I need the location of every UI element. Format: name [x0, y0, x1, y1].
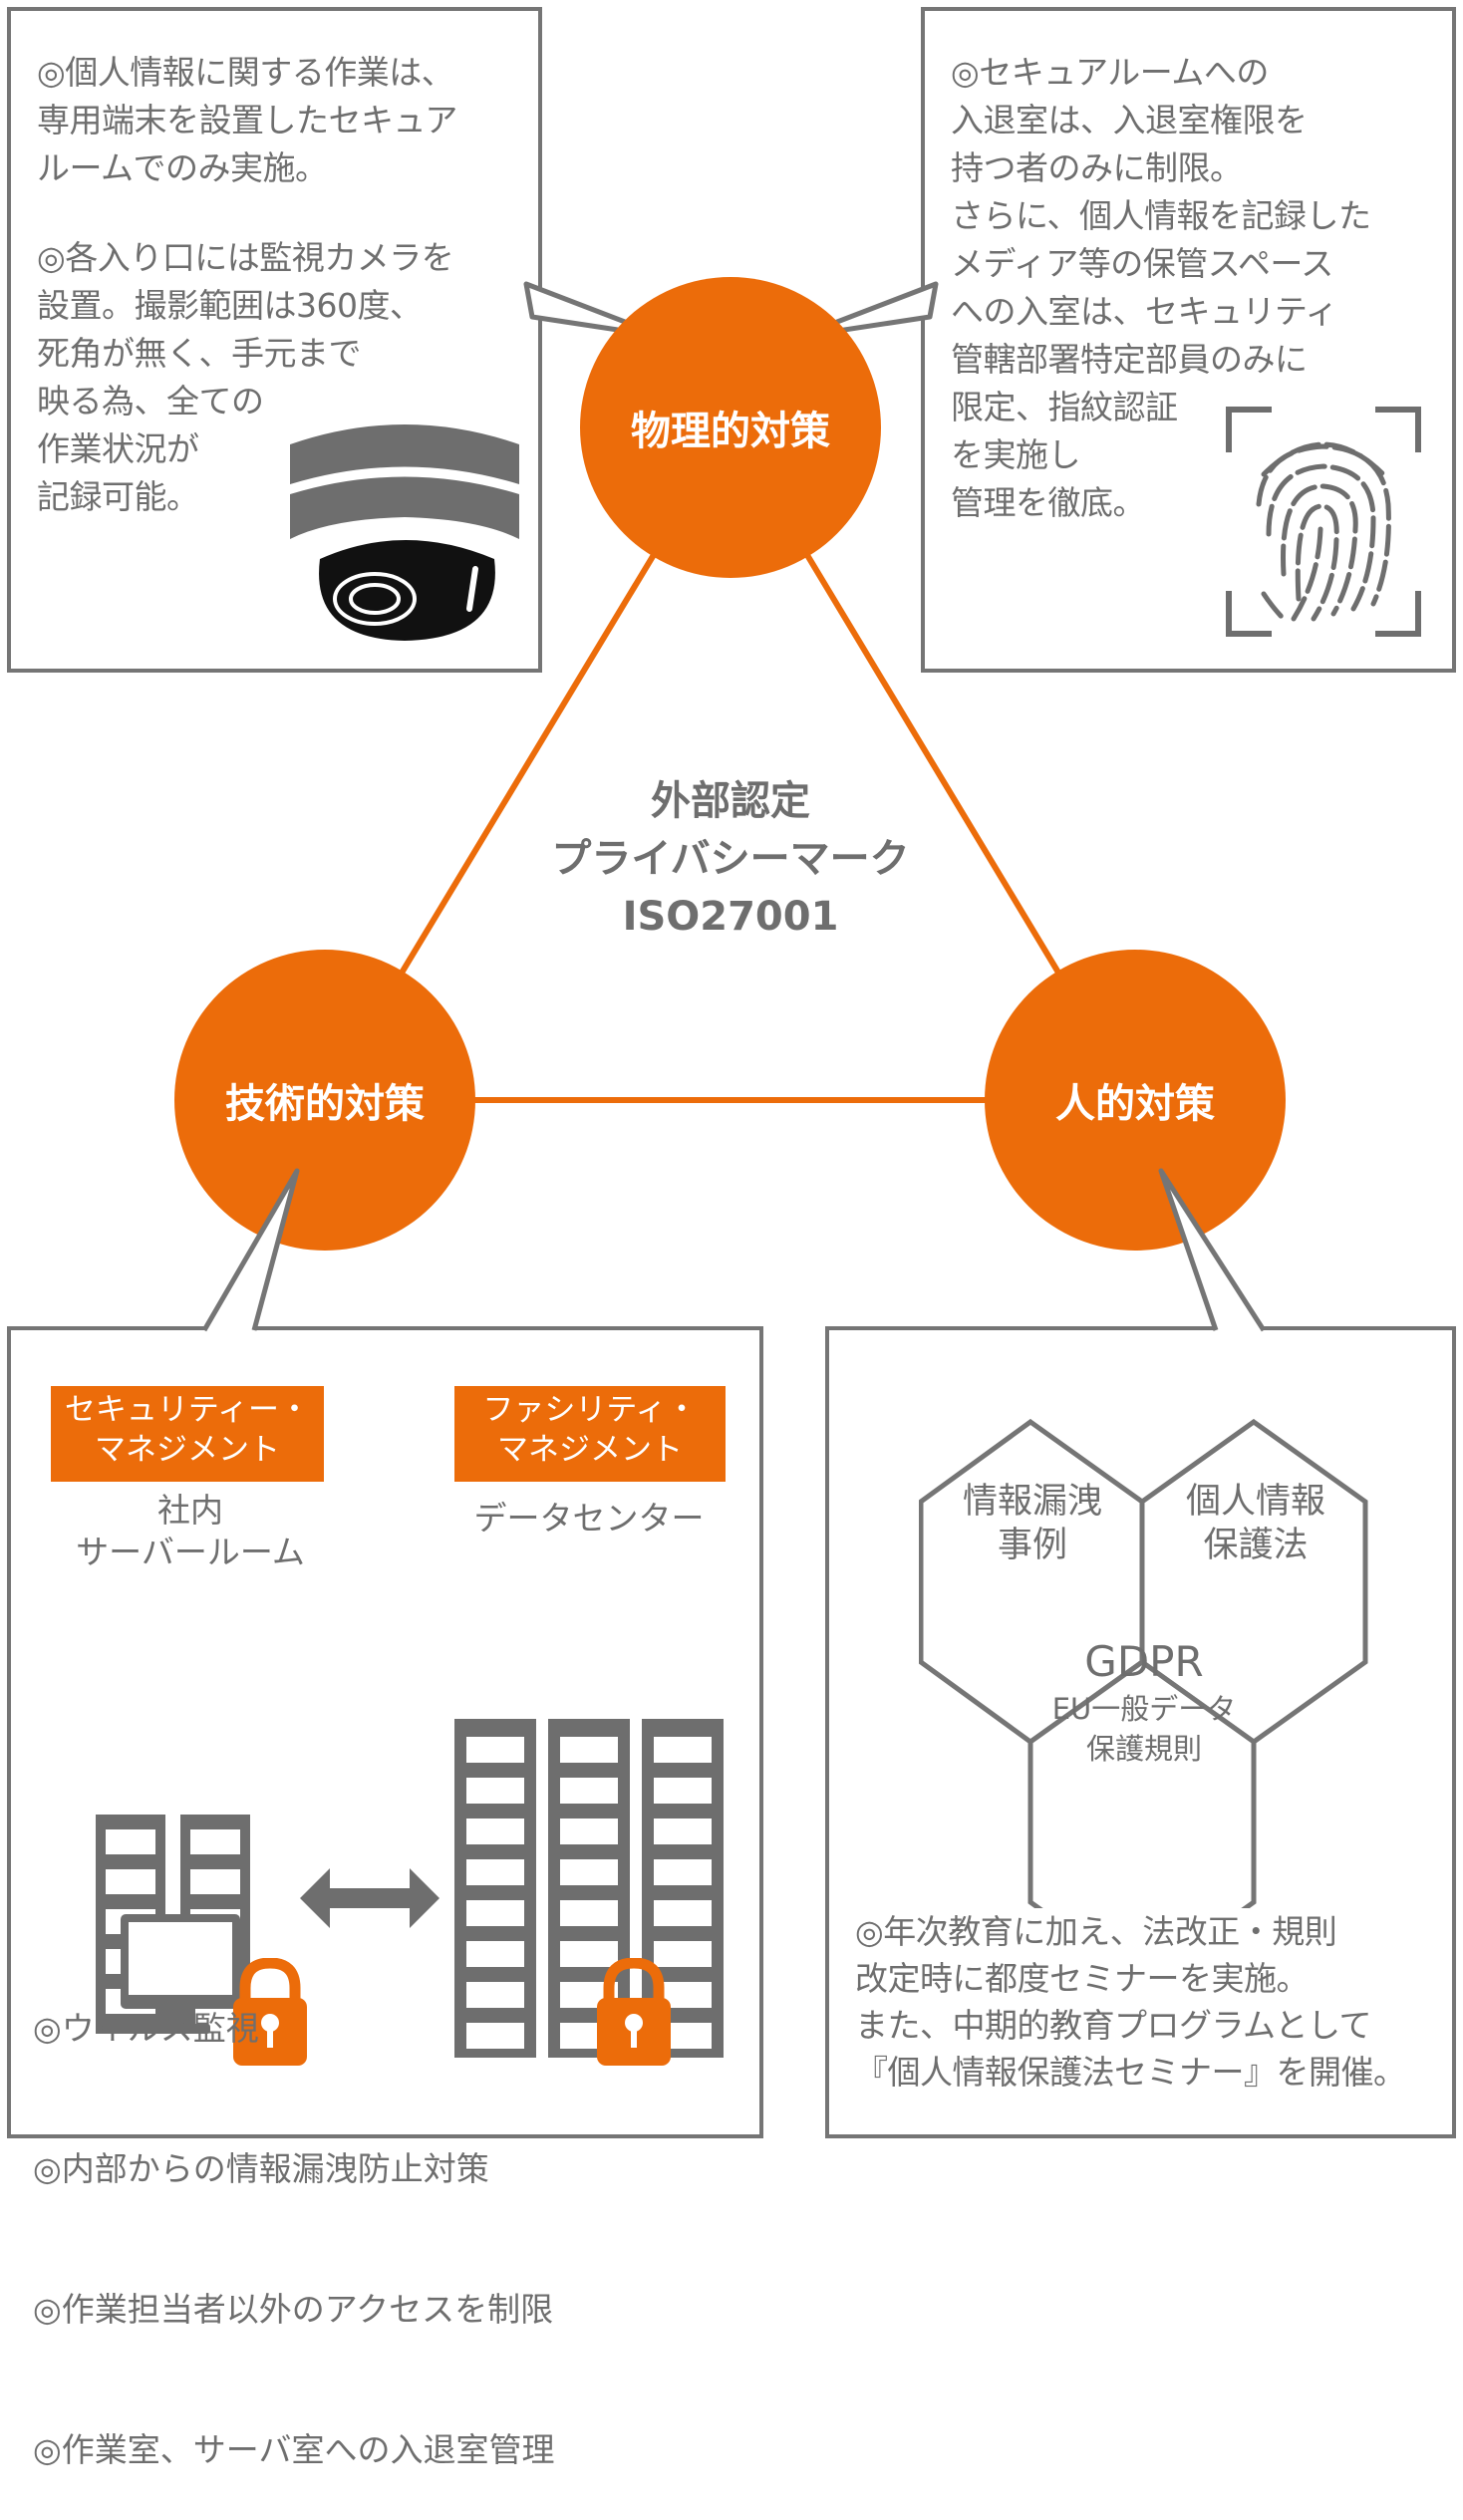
- list-item: ◎作業室、サーバ室への入退室管理: [33, 2430, 555, 2469]
- list-item: ◎内部からの情報漏洩防止対策: [33, 2149, 489, 2188]
- physical-left-paragraph-1: ◎個人情報に関する作業は、 専用端末を設置したセキュア ルームでのみ実施。: [37, 53, 457, 187]
- rack-slot: [654, 1859, 712, 1885]
- tag-security-management: セキュリティー・ マネジメント: [51, 1386, 324, 1482]
- bidirectional-arrow-icon: [300, 1868, 439, 1928]
- rack-slot: [654, 1819, 712, 1844]
- lock-icon: [597, 1958, 671, 2066]
- hex-line: 事例: [997, 1526, 1067, 1565]
- node-human: 人的対策: [985, 950, 1286, 1251]
- technical-measures-list: ◎ウイルス監視 ◎内部からの情報漏洩防止対策 ◎作業担当者以外のアクセスを制限 …: [33, 1911, 554, 2520]
- tag-line: ファシリティ・: [482, 1392, 698, 1428]
- hex-line: 保護法: [1203, 1526, 1309, 1565]
- fingerprint-scan-icon: [1226, 407, 1421, 637]
- rack-slot: [466, 1941, 524, 1967]
- node-human-label: 人的対策: [1055, 1081, 1215, 1127]
- hexagon-leak-cases-label: 情報漏洩 事例: [921, 1480, 1144, 1567]
- rack-slot: [466, 1900, 524, 1926]
- rack-slot: [466, 1819, 524, 1844]
- human-measures-paragraph: ◎年次教育に加え、法改正・規則 改定時に都度セミナーを実施。 また、中期的教育プ…: [855, 1912, 1406, 2092]
- place-line: 社内: [157, 1491, 223, 1530]
- node-physical-label: 物理的対策: [631, 409, 830, 454]
- tag-facility-management: ファシリティ・ マネジメント: [454, 1386, 726, 1482]
- place-line: サーバールーム: [76, 1533, 305, 1571]
- rack-slot: [466, 1982, 524, 2008]
- list-item: ◎作業担当者以外のアクセスを制限: [33, 2290, 554, 2329]
- center-line-2: プライバシーマーク: [551, 836, 910, 882]
- lock-icon: [233, 1958, 307, 2066]
- node-technical: 技術的対策: [174, 950, 475, 1251]
- hex-line: 情報漏洩: [962, 1482, 1102, 1522]
- physical-left-paragraph-2: ◎各入り口には監視カメラを 設置。撮影範囲は360度、 死角が無く、手元まで 映…: [37, 238, 454, 516]
- hexagon-privacy-law-label: 個人情報 保護法: [1144, 1480, 1367, 1567]
- rack-slot: [466, 1859, 524, 1885]
- rack-slot: [466, 1737, 524, 1763]
- topic-hexagons: [919, 1418, 1368, 1908]
- server-room-icon: [96, 1815, 250, 2034]
- rack-slot: [466, 2023, 524, 2049]
- hexagon-gdpr: [1027, 1658, 1257, 1908]
- rack-slot: [654, 1900, 712, 1926]
- center-certifications: 外部認定 プライバシーマーク ISO27001: [432, 772, 1029, 946]
- hex-line: 保護規則: [1085, 1732, 1202, 1766]
- rack-slot: [654, 1737, 712, 1763]
- hexagon-gdpr-label: GDPR EU一般データ 保護規則: [1032, 1635, 1256, 1769]
- place-line: データセンター: [473, 1499, 705, 1538]
- center-line-1: 外部認定: [651, 778, 810, 824]
- hex-line: 個人情報: [1185, 1482, 1325, 1522]
- physical-right-paragraph: ◎セキュアルームへの 入退室は、入退室権限を 持つ者のみに制限。 さらに、個人情…: [951, 53, 1371, 522]
- tag-line: マネジメント: [497, 1432, 683, 1468]
- rack-slot: [560, 1900, 618, 1926]
- tag-line: マネジメント: [95, 1432, 280, 1468]
- rack-slot: [654, 1778, 712, 1804]
- security-camera-icon: [290, 424, 519, 641]
- technical-box: セキュリティー・ マネジメント ファシリティ・ マネジメント 社内 サーバールー…: [7, 1326, 763, 2138]
- center-line-3: ISO27001: [622, 894, 839, 940]
- rack-slot: [560, 1941, 618, 1967]
- rack-slot: [560, 1778, 618, 1804]
- tag-line: セキュリティー・: [64, 1392, 311, 1428]
- rack-slot: [560, 1859, 618, 1885]
- rack-slot: [466, 1778, 524, 1804]
- rack-slot: [654, 1941, 712, 1967]
- place-data-center: データセンター: [439, 1498, 738, 1540]
- hex-title: GDPR: [1084, 1637, 1204, 1686]
- place-server-room: 社内 サーバールーム: [31, 1490, 350, 1573]
- hex-line: EU一般データ: [1051, 1692, 1237, 1726]
- physical-left-box: ◎個人情報に関する作業は、 専用端末を設置したセキュア ルームでのみ実施。 ◎各…: [7, 7, 542, 673]
- list-item: ◎ウイルス監視: [33, 2009, 259, 2048]
- pointer-technical: [201, 1168, 1267, 1332]
- rack-slot: [560, 1737, 618, 1763]
- physical-right-box: ◎セキュアルームへの 入退室は、入退室権限を 持つ者のみに制限。 さらに、個人情…: [921, 7, 1456, 673]
- rack-slot: [560, 1819, 618, 1844]
- node-physical: 物理的対策: [580, 277, 881, 578]
- human-box: 情報漏洩 事例 個人情報 保護法 GDPR EU一般データ 保護規則 ◎年次教育…: [825, 1326, 1456, 2138]
- node-technical-label: 技術的対策: [225, 1081, 425, 1127]
